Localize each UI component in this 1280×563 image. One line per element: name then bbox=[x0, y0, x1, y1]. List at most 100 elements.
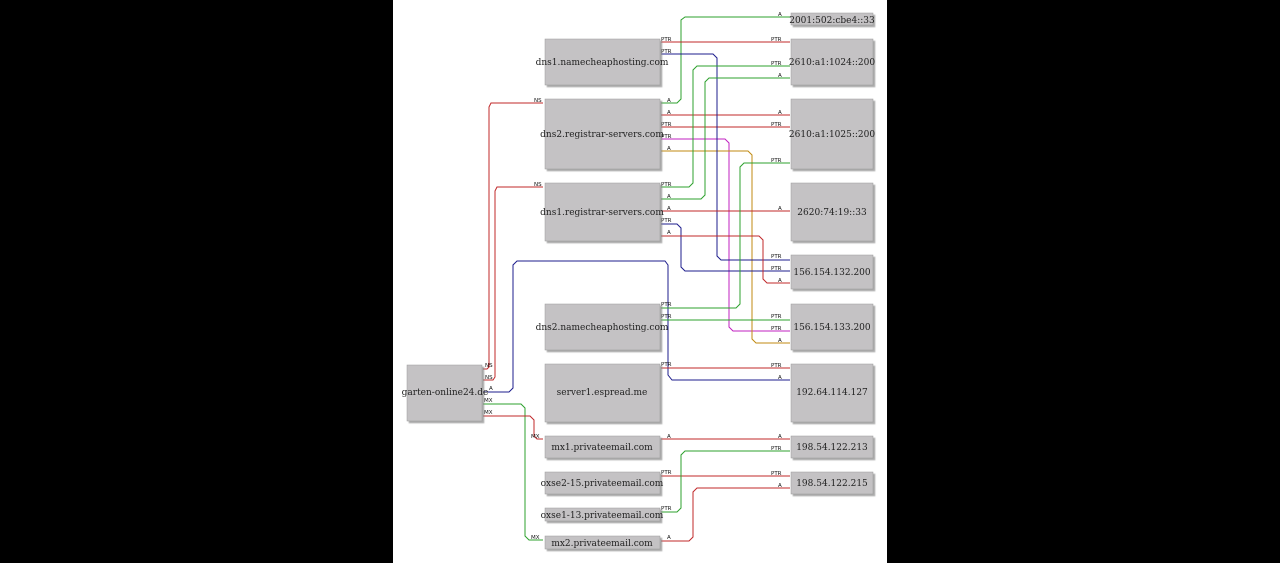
edge-ns-ns1rs bbox=[483, 186, 543, 381]
edge-label: MX bbox=[484, 410, 493, 416]
edge-label: PTR bbox=[661, 470, 672, 476]
edge-a-ns2rs-ip4b bbox=[661, 150, 790, 344]
edge-label: NS bbox=[485, 375, 493, 381]
node-ip4c-label: 192.64.114.127 bbox=[796, 388, 868, 398]
edge-ptr-ip6b-green bbox=[661, 65, 790, 188]
edge-label: MX bbox=[531, 535, 540, 541]
edge-a-ip6a bbox=[661, 16, 790, 104]
edge-ptr-ns2rs-ip4b bbox=[661, 138, 790, 332]
edge-label: PTR bbox=[661, 37, 672, 43]
node-server1-box bbox=[544, 363, 661, 423]
node-ip4b-box bbox=[790, 303, 874, 351]
edge-label: PTR bbox=[661, 49, 672, 55]
node-ip6b-box bbox=[790, 38, 874, 86]
edge-label: PTR bbox=[661, 122, 672, 128]
node-ns2rs-label: dns2.registrar-servers.com bbox=[540, 130, 664, 140]
node-ip4e-box bbox=[790, 471, 874, 495]
edge-label: PTR bbox=[771, 266, 782, 272]
node-ip4c-box bbox=[790, 363, 874, 423]
node-ns1rs-label: dns1.registrar-servers.com bbox=[540, 208, 664, 218]
node-ip4e-label: 198.54.122.215 bbox=[796, 479, 868, 489]
node-ip6b-label: 2610:a1:1024::200 bbox=[789, 58, 875, 68]
edge-label: PTR bbox=[771, 158, 782, 164]
node-mx1-box bbox=[544, 435, 661, 459]
dns-graph-canvas: NS NS NS NS A MX MX MX MX PTR PTR A A PT… bbox=[393, 0, 887, 563]
edge-label: PTR bbox=[661, 506, 672, 512]
edge-label: NS bbox=[534, 182, 542, 188]
node-ip4a-box bbox=[790, 254, 874, 290]
node-ip4d-box bbox=[790, 435, 874, 459]
edge-ptr-ip4d-green bbox=[661, 450, 790, 513]
edge-label: A bbox=[778, 73, 782, 79]
edge-label: PTR bbox=[661, 134, 672, 140]
edge-label: PTR bbox=[661, 362, 672, 368]
node-ip6d-box bbox=[790, 182, 874, 242]
edge-label: PTR bbox=[771, 254, 782, 260]
node-server1-label: server1.espread.me bbox=[557, 388, 648, 398]
edge-labels: NS NS NS NS A MX MX MX MX PTR PTR A A PT… bbox=[484, 12, 782, 541]
edge-label: PTR bbox=[771, 61, 782, 67]
node-oxse2-box bbox=[544, 471, 661, 495]
dns-graph: NS NS NS NS A MX MX MX MX PTR PTR A A PT… bbox=[402, 12, 875, 550]
edge-label: PTR bbox=[771, 314, 782, 320]
node-ip6d-label: 2620:74:19::33 bbox=[797, 208, 867, 218]
edge-label: PTR bbox=[771, 471, 782, 477]
edge-label: PTR bbox=[661, 314, 672, 320]
node-oxse2-label: oxse2-15.privateemail.com bbox=[541, 479, 664, 489]
edge-label: A bbox=[667, 110, 671, 116]
edge-label: A bbox=[778, 12, 782, 18]
node-ns1rs-box bbox=[544, 182, 661, 242]
edge-label: A bbox=[667, 206, 671, 212]
edge-label: PTR bbox=[661, 218, 672, 224]
node-ns1nc-box bbox=[544, 38, 661, 86]
node-oxse1-box bbox=[544, 507, 661, 522]
edge-a-ip4e bbox=[661, 487, 790, 542]
edge-label: A bbox=[489, 386, 493, 392]
node-ip6c-label: 2610:a1:1025::200 bbox=[789, 130, 875, 140]
edge-mx-mx1 bbox=[483, 415, 543, 440]
edge-a-ip4a bbox=[661, 235, 790, 284]
edge-label: A bbox=[667, 230, 671, 236]
node-ip4b-label: 156.154.133.200 bbox=[793, 323, 871, 333]
node-ip4a-label: 156.154.132.200 bbox=[793, 268, 871, 278]
edge-label: PTR bbox=[771, 37, 782, 43]
edge-label: A bbox=[778, 338, 782, 344]
edge-label: MX bbox=[484, 398, 493, 404]
edge-label: A bbox=[667, 146, 671, 152]
edge-label: NS bbox=[485, 363, 493, 369]
edge-ptr-ip4a-blue bbox=[661, 53, 790, 261]
node-oxse1-label: oxse1-13.privateemail.com bbox=[541, 511, 664, 521]
edge-label: A bbox=[778, 110, 782, 116]
edge-label: A bbox=[667, 434, 671, 440]
node-ip4d-label: 198.54.122.213 bbox=[796, 443, 868, 453]
edge-a-server1 bbox=[483, 260, 790, 393]
edge-ptr-ip6c-green bbox=[661, 162, 790, 309]
edge-label: PTR bbox=[771, 446, 782, 452]
edge-a-ip6b-green bbox=[661, 77, 790, 200]
node-ns2nc-label: dns2.namecheaphosting.com bbox=[536, 323, 669, 333]
edge-label: PTR bbox=[771, 122, 782, 128]
edge-label: A bbox=[778, 375, 782, 381]
node-ns2rs-box bbox=[544, 98, 661, 170]
edge-label: PTR bbox=[661, 182, 672, 188]
node-ip6a-label: 2001:502:cbe4::33 bbox=[789, 16, 875, 26]
node-garten-box bbox=[406, 364, 483, 422]
edge-label: PTR bbox=[771, 326, 782, 332]
edge-label: NS bbox=[534, 98, 542, 104]
edge-mx-mx2 bbox=[483, 403, 543, 541]
node-ns2nc-box bbox=[544, 303, 661, 351]
edge-label: A bbox=[778, 206, 782, 212]
edge-label: A bbox=[778, 483, 782, 489]
edge-label: MX bbox=[531, 434, 540, 440]
edge-label: PTR bbox=[661, 302, 672, 308]
node-mx2-box bbox=[544, 535, 661, 550]
node-garten-label: garten-online24.de bbox=[402, 388, 489, 398]
edge-label: A bbox=[667, 98, 671, 104]
edge-ns-ns2rs bbox=[483, 102, 543, 370]
node-mx2-label: mx2.privateemail.com bbox=[551, 539, 653, 549]
edge-label: PTR bbox=[771, 363, 782, 369]
edge-label: A bbox=[667, 194, 671, 200]
node-ip6c-box bbox=[790, 98, 874, 170]
node-mx1-label: mx1.privateemail.com bbox=[551, 443, 653, 453]
node-ns1nc-label: dns1.namecheaphosting.com bbox=[536, 58, 669, 68]
